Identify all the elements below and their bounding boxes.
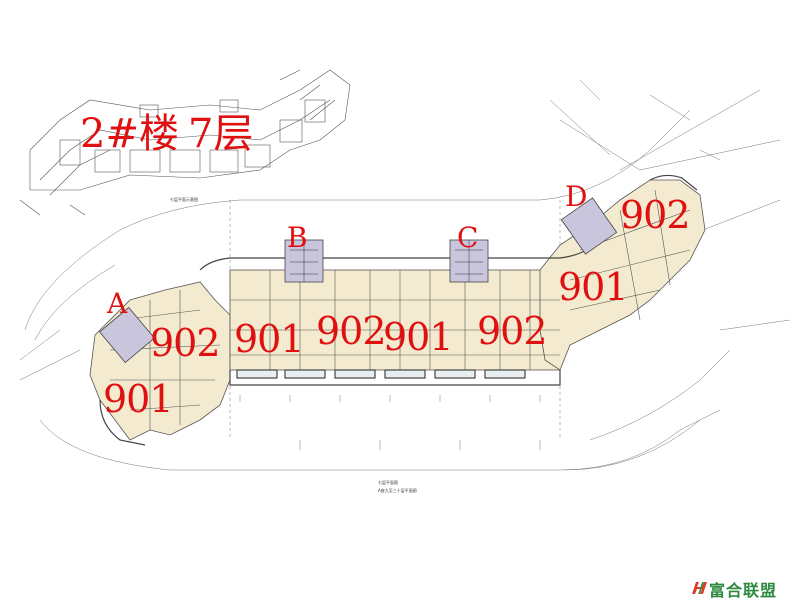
unit-a-902: 902: [150, 321, 221, 365]
unit-b-902: 902: [316, 309, 387, 353]
bottom-axis: [239, 395, 541, 402]
key-plan-caption: 七层平面示意图: [170, 197, 198, 202]
core-a-label: A: [107, 287, 128, 320]
brand-logo: 富合联盟: [686, 577, 777, 601]
unit-d-901: 901: [558, 265, 629, 309]
core-b-label: B: [287, 221, 308, 254]
building-label: 2#楼: [80, 111, 179, 157]
unit-d-902: 902: [620, 193, 691, 237]
plan-title: 七层平面图: [378, 480, 398, 485]
core-details: [290, 240, 483, 282]
unit-a-901: 901: [103, 377, 174, 421]
brand-logo-text: 富合联盟: [709, 581, 778, 600]
unit-b-901: 901: [234, 317, 305, 361]
building-footprint: [89, 179, 706, 441]
key-plan: [19, 69, 351, 216]
floor-label: 7层: [188, 111, 254, 157]
core-d-label: D: [565, 180, 588, 213]
unit-c-901: 901: [383, 315, 454, 359]
unit-c-902: 902: [477, 309, 548, 353]
h-logo-icon: [692, 581, 707, 595]
plan-subtitle: A座九至三十层平面图: [378, 488, 417, 493]
outer-wall: [99, 174, 698, 446]
core-c-label: C: [457, 221, 479, 254]
